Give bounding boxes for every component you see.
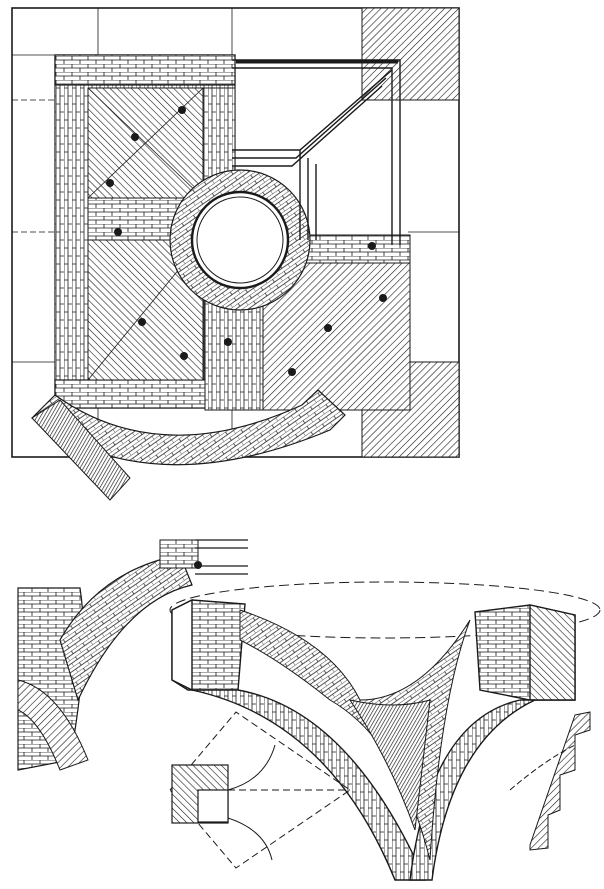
section-arch [59,554,193,702]
band-bottom [204,299,264,411]
dome-ring-dashed [169,581,601,639]
inset-diamond [169,711,351,869]
oculus-opening [190,190,290,290]
inset-plan-panel [169,711,351,869]
stair-profile [529,711,591,851]
corridor-frame [232,59,401,245]
arch-section-panel [17,539,248,771]
pendentive-panel [169,581,601,881]
foot-arch [31,389,346,466]
dowel-marks [106,106,387,376]
section-cap [159,539,199,569]
wall-top [54,54,236,86]
plan-panel [11,7,460,501]
